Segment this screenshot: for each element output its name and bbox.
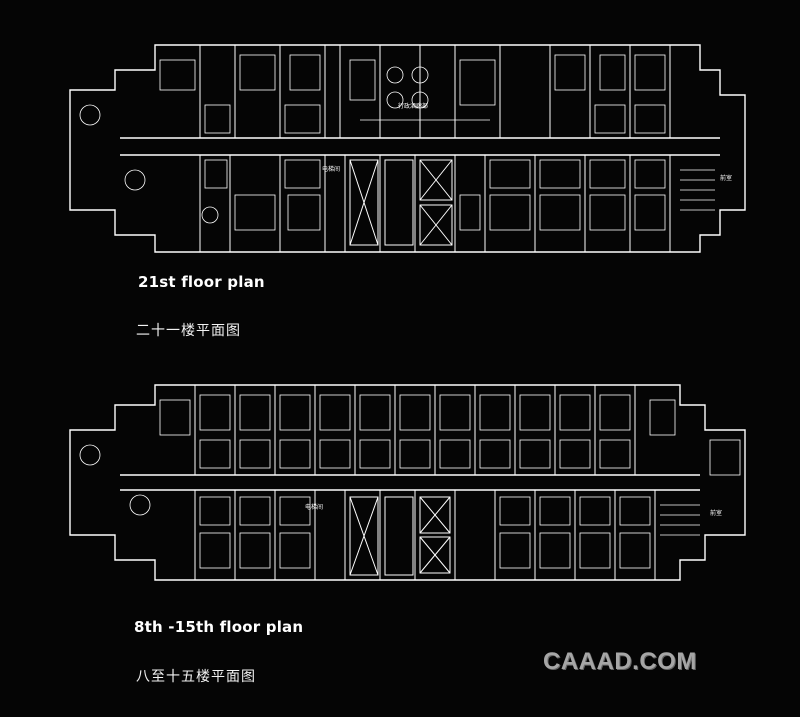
outer-wall — [69, 44, 746, 253]
plan-caption-english: 8th -15th floor plan — [134, 618, 304, 636]
outer-wall — [69, 384, 746, 581]
elevator-core — [349, 496, 451, 576]
plan-caption-chinese: 二十一楼平面图 — [136, 323, 241, 339]
end-rooms — [79, 399, 741, 536]
bottom-partitions — [194, 490, 656, 580]
bottom-partitions — [199, 155, 671, 252]
plan-caption-english: 21st floor plan — [138, 273, 265, 291]
room-label: 前室 — [720, 174, 732, 182]
floor-plan-8th-15th-drawing: 电梯间 前室 — [69, 384, 746, 581]
lounge-furniture — [349, 59, 496, 121]
floor-plan-21st: 行政酒廊部 电梯间 前室 — [60, 30, 750, 262]
room-label: 行政酒廊部 — [398, 102, 428, 110]
plan-caption-chinese: 八至十五楼平面图 — [136, 669, 256, 685]
elevator-core — [349, 159, 453, 246]
room-label: 电梯间 — [322, 165, 340, 173]
room-label: 前室 — [710, 509, 722, 517]
floor-plan-8th-15th: 电梯间 前室 — [60, 375, 750, 587]
top-partitions — [194, 385, 636, 475]
bathroom-blocks — [199, 439, 651, 526]
bed-blocks — [199, 394, 651, 569]
guest-furniture — [79, 54, 666, 231]
watermark-logo: CAAAD.COM — [543, 648, 697, 675]
room-label: 电梯间 — [305, 503, 323, 511]
floor-plan-21st-drawing: 行政酒廊部 电梯间 前室 — [69, 44, 746, 253]
top-partitions — [199, 45, 671, 138]
bathroom-blocks — [204, 104, 666, 189]
stairs — [680, 169, 715, 211]
